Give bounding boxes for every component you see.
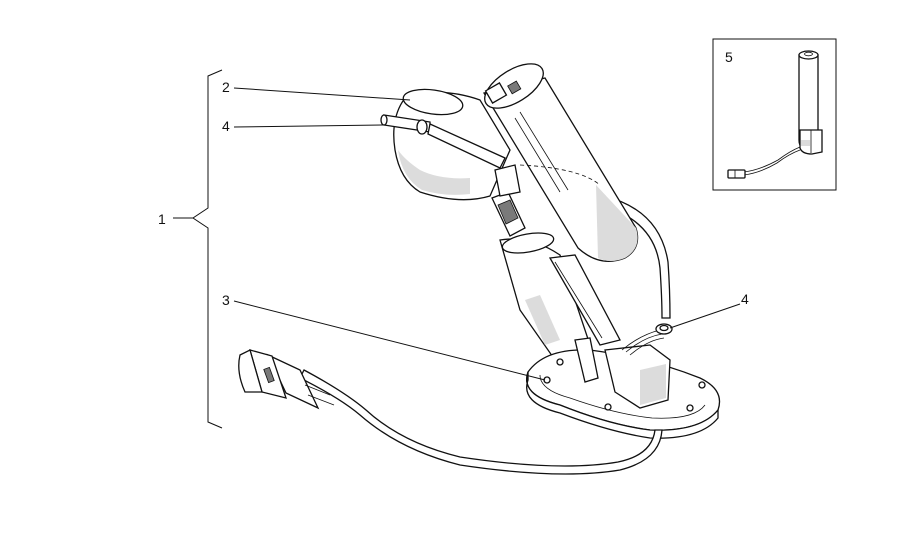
callout-4-upper: 4 xyxy=(222,118,230,134)
pump-main-cylinder xyxy=(482,63,639,262)
fuel-pump-assembly-icon xyxy=(238,63,721,475)
assembly-bracket xyxy=(173,69,223,429)
fuel-filter-canister xyxy=(393,88,511,201)
callout-2: 2 xyxy=(222,79,230,95)
callout-1: 1 xyxy=(158,211,166,227)
inset-box-part-5 xyxy=(712,38,837,191)
pump-flange-base xyxy=(526,329,721,439)
callout-3: 3 xyxy=(222,292,230,308)
callout-4-right: 4 xyxy=(741,291,749,307)
fuel-level-sensor-icon xyxy=(727,50,823,179)
leader-lines xyxy=(233,87,741,381)
callout-5: 5 xyxy=(725,49,733,65)
hose-clamp-fitting xyxy=(655,323,673,335)
wiring-harness xyxy=(238,349,663,475)
pump-side-connector xyxy=(491,164,526,237)
